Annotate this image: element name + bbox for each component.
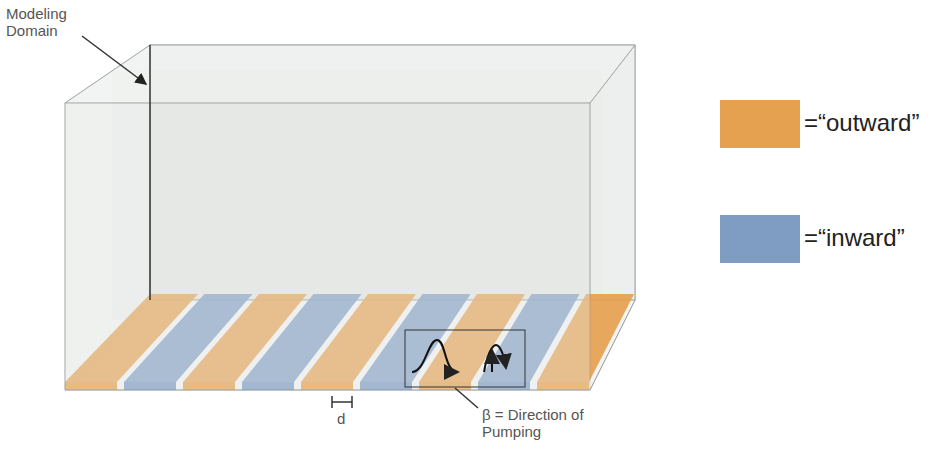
legend-swatch bbox=[720, 100, 800, 148]
legend-swatch bbox=[720, 215, 800, 263]
label-text: d bbox=[337, 410, 357, 427]
label-text: β = Direction of Pumping bbox=[482, 406, 612, 441]
legend-text: =“inward” bbox=[804, 224, 905, 252]
legend-text: =“outward” bbox=[804, 109, 919, 137]
label-text: Modeling Domain bbox=[6, 5, 96, 40]
